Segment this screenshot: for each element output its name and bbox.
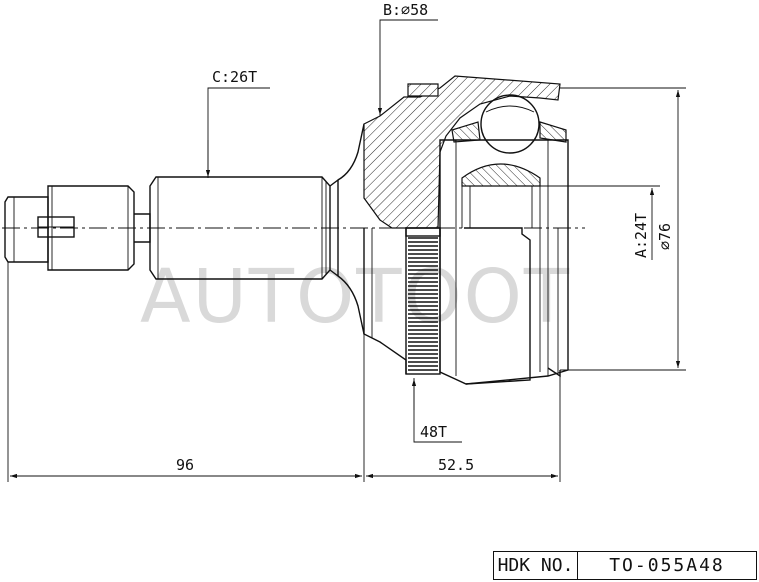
- spline-c-label: C:26T: [212, 68, 257, 86]
- title-block: HDK NO. TO-055A48: [493, 551, 757, 580]
- shaft-length-dimension: [7, 262, 365, 482]
- spline-a-label: A:24T: [632, 213, 650, 258]
- abs-ring-label: 48T: [420, 423, 447, 441]
- outer-diameter-label: ⌀76: [656, 223, 674, 250]
- bell-diameter-label: B:⌀58: [383, 1, 428, 19]
- spline-a-dimension: [540, 185, 660, 260]
- part-number-value: TO-055A48: [609, 555, 725, 576]
- part-number-label: HDK NO.: [494, 552, 578, 579]
- bell-diameter-leader: [377, 19, 438, 116]
- inner-race: [439, 94, 569, 385]
- spline-c-leader: [205, 87, 270, 178]
- outer-diameter-dimension: [560, 87, 686, 371]
- outer-bell-section: [363, 75, 561, 229]
- bell-length-label: 52.5: [438, 456, 474, 474]
- abs-ring-leader: [411, 378, 462, 443]
- bell-length-dimension: [366, 376, 561, 482]
- shaft-length-label: 96: [176, 456, 194, 474]
- watermark-text: AUTOTOOT: [140, 254, 571, 340]
- splined-shaft: [149, 176, 339, 280]
- bell-neck: [337, 123, 365, 335]
